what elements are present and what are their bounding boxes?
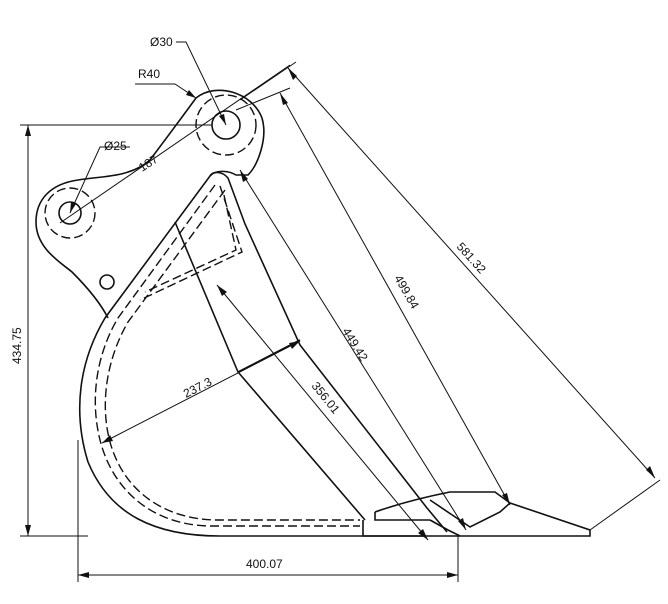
arrow-581-top [288,68,297,80]
side-plate-ledge [237,339,301,373]
side-plate-inner-edge [174,221,366,521]
hidden-inner-shell [94,184,360,527]
arrow-237-right [289,341,300,349]
arrow-581-bottom [646,466,655,478]
floor-wear-plate-top [374,512,430,521]
floor-wear-plate [362,520,425,537]
dim-text-r40: R40 [138,67,160,81]
dim-text-187: 187 [136,152,161,175]
arrow-r40 [186,90,196,98]
ext-line-581-top [239,61,297,101]
arrow-449-top [240,170,248,182]
dim-line-356 [216,284,429,541]
side-plate-front-edge [209,171,448,533]
dim-text-449: 449.42 [339,325,370,364]
arrow-356-top [217,285,227,296]
dim-line-449 [239,169,467,531]
dim-text-499: 499.84 [391,273,422,312]
dim-line-237 [101,340,301,444]
pin-hole-small [58,201,82,225]
arrow-400-left [78,572,89,578]
arrow-499-bottom [502,493,510,505]
dim-text-237: 237.3 [181,374,214,400]
bucket-outline [35,89,591,537]
arrow-434-bottom [25,525,31,536]
dim-leader-r40 [135,83,197,99]
hidden-inner-shell-2 [104,189,360,521]
ext-line-499-top [235,87,291,111]
arrow-400-right [447,572,458,578]
tooth [374,491,591,537]
ear-plate-outline [35,97,197,319]
arrow-d30 [219,114,226,125]
arrow-237-left [102,435,113,443]
hidden-ear-boss-lower [44,187,96,239]
dim-text-400: 400.07 [246,557,283,571]
hidden-rib [139,185,243,301]
dim-text-581: 581.32 [454,240,489,277]
ext-line-581-bottom [589,479,661,531]
arrow-499-top [280,93,288,105]
dim-leader-d30 [176,41,227,126]
pin-holes [58,64,291,225]
hidden-rib-2 [144,194,237,293]
hidden-lines [44,94,360,527]
arrow-434-top [25,125,31,136]
dim-line-499 [279,92,511,506]
dim-text-d25: Ø25 [104,139,127,153]
dimensions: Ø30 R40 Ø25 187 434.75 400.07 237.3 [10,35,661,582]
arrow-d25 [70,202,76,213]
dim-text-d30: Ø30 [150,35,173,49]
dim-line-581 [287,67,656,479]
vent-hole [99,274,115,290]
arrow-449-bottom [458,518,466,530]
dim-leader-d25 [69,146,130,214]
dim-text-434: 434.75 [10,327,24,364]
arrow-356-bottom [418,529,428,540]
tooth-inner-edge [429,499,511,528]
pin-centerline [59,64,291,224]
dim-text-356: 356.01 [309,379,343,417]
